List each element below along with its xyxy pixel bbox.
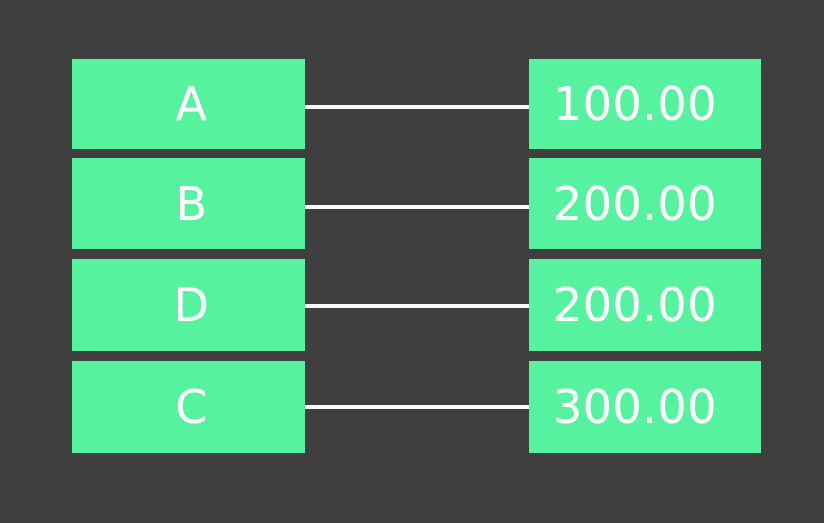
link-a-to-100[interactable]: [305, 105, 529, 109]
link-d-to-200b[interactable]: [305, 304, 529, 308]
node-value-100[interactable]: 100.00: [529, 59, 761, 149]
node-value-200-b-label: 200.00: [553, 278, 717, 332]
node-a-label: A: [175, 77, 208, 131]
node-value-200-a-label: 200.00: [553, 176, 717, 231]
node-b-label: B: [175, 176, 208, 231]
node-value-200-b[interactable]: 200.00: [529, 259, 761, 351]
node-b[interactable]: B: [72, 158, 305, 249]
node-d[interactable]: D: [72, 259, 305, 351]
link-c-to-300[interactable]: [305, 405, 529, 409]
node-d-label: D: [173, 278, 210, 332]
node-value-300[interactable]: 300.00: [529, 361, 761, 453]
node-c-label: C: [175, 380, 208, 434]
link-b-to-200a[interactable]: [305, 205, 529, 209]
node-c[interactable]: C: [72, 361, 305, 453]
node-value-100-label: 100.00: [553, 77, 717, 131]
node-a[interactable]: A: [72, 59, 305, 149]
node-value-300-label: 300.00: [553, 380, 717, 434]
node-value-200-a[interactable]: 200.00: [529, 158, 761, 249]
